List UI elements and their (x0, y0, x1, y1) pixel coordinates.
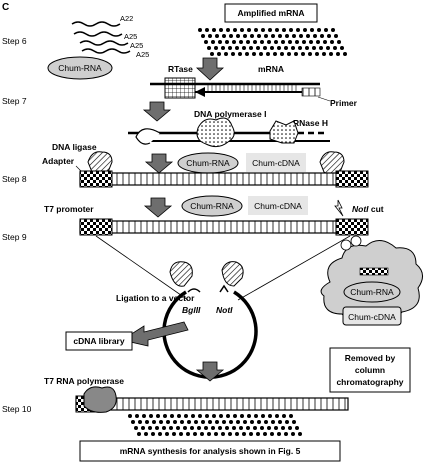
dna-polymerase-loop (135, 128, 161, 145)
t7-promoter-label: T7 promoter (44, 204, 94, 214)
chum-rna-label-step6: Chum-RNA (58, 63, 102, 73)
funnel-line-right (237, 235, 351, 301)
noti-cut-label: NotI cut (352, 204, 384, 214)
noti-cut-suffix: cut (369, 204, 384, 214)
chum-cdna-box-cloud (342, 306, 402, 326)
rnase-h-label: RNase H (293, 118, 328, 128)
step-6-label: Step 6 (2, 36, 27, 46)
dna-polymerase-enzyme (196, 117, 235, 148)
adapter-block-left-step8 (79, 170, 113, 188)
step-7-label: Step 7 (2, 96, 27, 106)
primer-label: Primer (330, 98, 358, 108)
removed-box (329, 347, 411, 393)
primer-segment (301, 87, 321, 97)
chum-rna-label-step8: Chum-RNA (186, 158, 230, 168)
enzyme-right-on-vector (221, 261, 244, 287)
cdna-library-label: cDNA library (73, 336, 124, 346)
chum-cdna-bg-step8 (246, 153, 306, 172)
lightning-cut-icon (334, 199, 344, 217)
process-arrow-step10 (195, 361, 225, 382)
ligation-label: Ligation to a vector (116, 293, 195, 303)
dna-ligase-label: DNA ligase (52, 142, 97, 152)
chum-rna-oval-step9 (181, 195, 243, 217)
dna-polymerase-i-label: DNA polymerase I (194, 109, 266, 119)
bglii-site-mark (187, 288, 201, 293)
cdna-library-box (65, 331, 133, 351)
cloud-cut-pieces (340, 235, 389, 276)
noti-cut-enzyme: NotI (352, 204, 369, 214)
t7-rna-polymerase-label: T7 RNA polymerase (44, 376, 124, 386)
funnel-line-left (95, 235, 189, 301)
dsdna-step10 (75, 397, 349, 411)
noti-label: NotI (216, 305, 233, 315)
amplified-mrna-box (224, 3, 318, 23)
chum-cdna-label-cloud: Chum-cDNA (348, 312, 396, 322)
noti-site-mark (219, 284, 229, 293)
rtase-enzyme (164, 77, 196, 99)
dsdna-step8 (79, 172, 349, 186)
process-arrow-step7 (142, 101, 172, 122)
polya-a25-label-2: A25 (130, 41, 143, 50)
adapter-label: Adapter (42, 156, 75, 166)
mrna-synthesis-label: mRNA synthesis for analysis shown in Fig… (120, 446, 301, 456)
library-arrow (120, 321, 189, 347)
chum-rna-oval-cloud (343, 281, 401, 303)
adapter-block-right-step8 (335, 170, 369, 188)
chum-cdna-label-step9: Chum-cDNA (254, 201, 302, 211)
step-9-label: Step 9 (2, 232, 27, 242)
adapter-block-left-step9 (79, 218, 113, 236)
step-8-label: Step 8 (2, 174, 27, 184)
polya-a25-label-3: A25 (136, 50, 149, 59)
primer-leader (317, 96, 331, 102)
dsdna-step9 (79, 220, 349, 234)
removed-line-1: Removed by (345, 353, 396, 363)
chum-rna-label-cloud: Chum-RNA (350, 287, 394, 297)
rtase-label: RTase (168, 64, 193, 74)
t7-rna-polymerase-enzyme (83, 386, 117, 413)
chum-cdna-bg-step9 (248, 196, 308, 215)
mrna-strands (71, 21, 131, 54)
synthesized-mrna-dots (128, 414, 302, 436)
mrna-synthesis-box (79, 440, 341, 462)
process-arrow-step9 (143, 197, 173, 218)
step-10-label: Step 10 (2, 404, 32, 414)
bglii-label: BglII (182, 305, 201, 315)
panel-letter: C (2, 2, 9, 13)
chum-cdna-label-step8: Chum-cDNA (252, 158, 300, 168)
removed-line-3: chromatography (336, 377, 403, 387)
mrna-teeth-step7 (207, 84, 297, 92)
amplified-mrna-dots (198, 28, 347, 56)
chum-rna-oval-step6 (47, 56, 113, 80)
polya-a25-label-1: A25 (124, 32, 137, 41)
amplified-mrna-label: Amplified mRNA (237, 8, 304, 18)
rnase-h-enzyme (269, 120, 299, 144)
process-arrow-step6 (195, 57, 225, 81)
chum-rna-label-step9: Chum-RNA (190, 201, 234, 211)
polya-a22-label: A22 (120, 14, 133, 23)
process-arrow-step8 (144, 153, 174, 174)
adapter-block-right-step9 (335, 218, 369, 236)
cdna-arrowhead-step7 (195, 87, 205, 97)
mrna-label: mRNA (258, 64, 284, 74)
removed-line-2: column (355, 365, 385, 375)
enzyme-left-on-vector (169, 261, 193, 287)
